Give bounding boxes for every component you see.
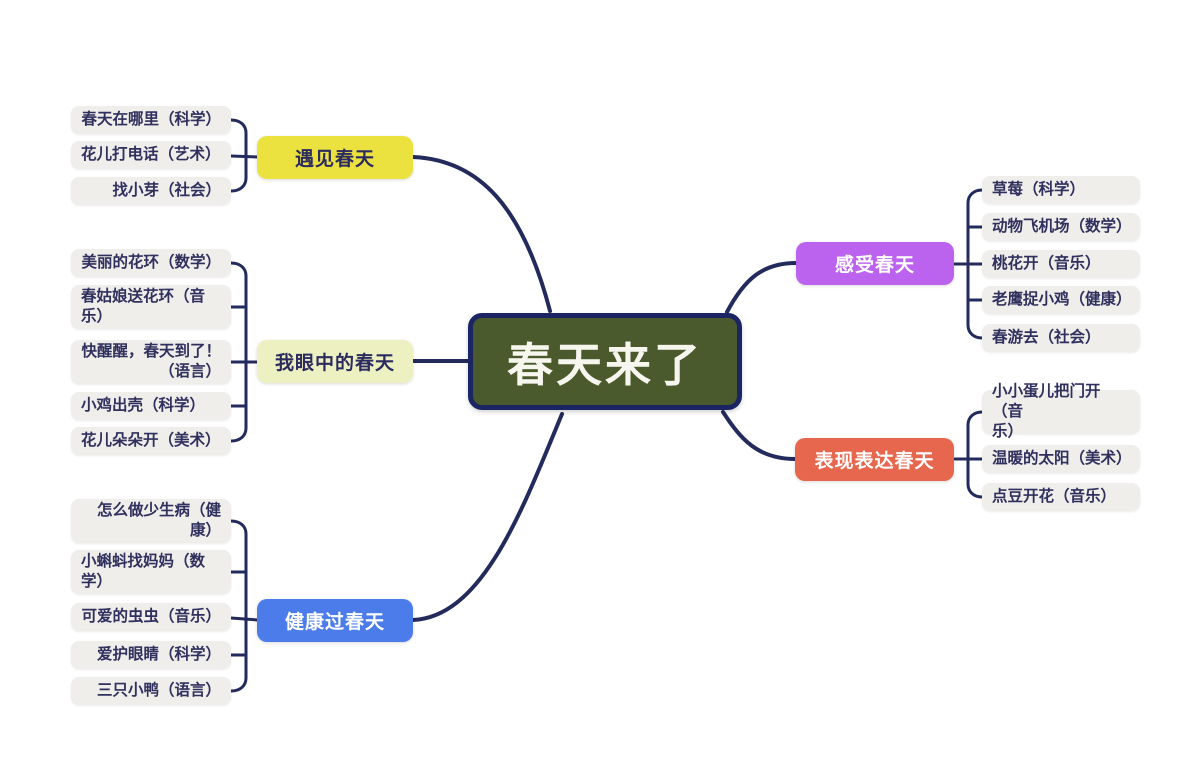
- leaf-node[interactable]: 怎么做少生病（健 康）: [71, 499, 231, 543]
- leaf-node[interactable]: 老鹰捉小鸡（健康）: [982, 286, 1140, 314]
- leaf-node[interactable]: 美丽的花环（数学）: [71, 249, 231, 277]
- leaf-node[interactable]: 点豆开花（音乐）: [982, 483, 1140, 511]
- leaf-node[interactable]: 小鸡出壳（科学）: [71, 392, 231, 420]
- leaf-label: 草莓（科学）: [992, 181, 1086, 198]
- leaf-label: 老鹰捉小鸡（健康）: [992, 291, 1132, 308]
- branch-ganshou-chuntian[interactable]: 感受春天: [796, 242, 954, 285]
- leaf-node[interactable]: 春天在哪里（科学）: [71, 106, 231, 134]
- root-topic[interactable]: 春天来了: [468, 313, 742, 410]
- leaf-node[interactable]: 花儿朵朵开（美术）: [71, 427, 231, 455]
- branch-label: 健康过春天: [284, 612, 385, 633]
- leaf-label: 温暖的太阳（美术）: [992, 450, 1132, 467]
- leaf-node[interactable]: 春游去（社会）: [982, 324, 1140, 352]
- leaf-label: 春天在哪里（科学）: [81, 111, 221, 128]
- branch-label: 遇见春天: [294, 149, 375, 170]
- leaf-label: 花儿朵朵开（美术）: [81, 432, 221, 449]
- leaf-label: 美丽的花环（数学）: [81, 254, 221, 271]
- leaf-node[interactable]: 春姑娘送花环（音 乐）: [71, 285, 231, 329]
- branch-label: 我眼中的春天: [274, 353, 395, 374]
- leaf-label: 点豆开花（音乐）: [992, 488, 1117, 505]
- leaf-label: 动物飞机场（数学）: [992, 218, 1132, 235]
- branch-biaoxian-biaoda-chuntian[interactable]: 表现表达春天: [795, 438, 954, 481]
- leaf-label: 三只小鸭（语言）: [96, 682, 221, 699]
- branch-yujian-chuntian[interactable]: 遇见春天: [257, 136, 413, 179]
- leaf-label: 可爱的虫虫（音乐）: [81, 608, 221, 625]
- leaf-node[interactable]: 三只小鸭（语言）: [71, 677, 231, 705]
- leaf-label: 桃花开（音乐）: [992, 255, 1101, 272]
- leaf-label: 怎么做少生病（健 康）: [96, 502, 221, 539]
- leaf-label: 春姑娘送花环（音 乐）: [81, 288, 206, 325]
- leaf-label: 小蝌蚪找妈妈（数 学）: [81, 553, 206, 590]
- leaf-label: 爱护眼睛（科学）: [96, 646, 221, 663]
- leaf-node[interactable]: 快醒醒，春天到了！ （语言）: [71, 340, 231, 384]
- leaf-node[interactable]: 桃花开（音乐）: [982, 250, 1140, 278]
- branch-label: 感受春天: [834, 255, 915, 276]
- leaf-node[interactable]: 温暖的太阳（美术）: [982, 445, 1140, 473]
- leaf-node[interactable]: 找小芽（社会）: [71, 177, 231, 205]
- branch-woyanzhong-de-chuntian[interactable]: 我眼中的春天: [257, 340, 413, 383]
- leaf-node[interactable]: 可爱的虫虫（音乐）: [71, 603, 231, 631]
- leaf-label: 春游去（社会）: [992, 329, 1101, 346]
- branch-jiankang-guo-chuntian[interactable]: 健康过春天: [257, 599, 413, 642]
- branch-label: 表现表达春天: [814, 451, 935, 472]
- leaf-node[interactable]: 小小蛋儿把门开（音 乐）: [982, 383, 1140, 440]
- leaf-node[interactable]: 小蝌蚪找妈妈（数 学）: [71, 550, 231, 594]
- leaf-node[interactable]: 草莓（科学）: [982, 176, 1140, 204]
- leaf-label: 找小芽（社会）: [112, 182, 221, 199]
- leaf-node[interactable]: 动物飞机场（数学）: [982, 213, 1140, 241]
- leaf-label: 小小蛋儿把门开（音 乐）: [992, 383, 1101, 440]
- root-topic-label: 春天来了: [507, 338, 703, 391]
- leaf-label: 花儿打电话（艺术）: [81, 146, 221, 163]
- leaf-node[interactable]: 花儿打电话（艺术）: [71, 141, 231, 169]
- leaf-label: 小鸡出壳（科学）: [81, 397, 206, 414]
- leaf-node[interactable]: 爱护眼睛（科学）: [71, 641, 231, 669]
- leaf-label: 快醒醒，春天到了！ （语言）: [81, 343, 221, 380]
